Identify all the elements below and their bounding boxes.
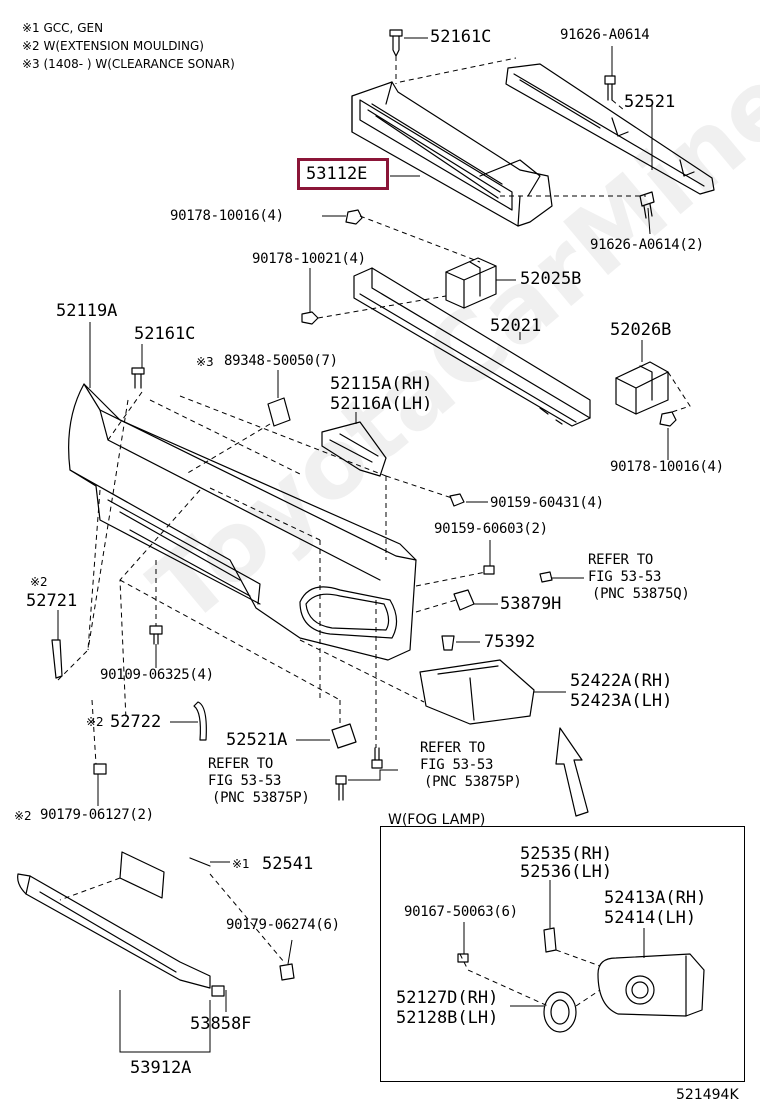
part-label-53112e[interactable]: 53112E [306,164,368,184]
part-label-52116a[interactable]: 52116A(LH) [330,394,433,414]
clip-75392-shape [441,635,455,651]
part-label-90178-10021[interactable]: 90178-10021(4) [252,251,366,267]
ref-53875p-left-line3[interactable]: (PNC 53875P) [212,790,310,806]
nut-90178-10016-right-shape [659,411,677,427]
support-bracket-52521-shape [505,63,715,195]
part-label-52026b[interactable]: 52026B [610,320,672,340]
catalog-number: 521494K [676,1087,739,1103]
ref-53875q-line3[interactable]: (PNC 53875Q) [592,586,690,602]
retainer-52115a-shape [321,421,387,477]
spoiler-53912a-shape [17,873,211,989]
part-label-52721[interactable]: 52721 [26,591,78,611]
clip-53858f-shape [211,985,225,997]
fog-lamp-ring-52127d-shape [543,991,577,1033]
bolt-ref-53875q-shape [539,571,553,583]
part-label-52423a[interactable]: 52423A(LH) [570,691,673,711]
ref-53875q-line2[interactable]: FIG 53-53 [588,569,662,585]
note-3: ※3 (1408- ) W(CLEARANCE SONAR) [22,57,235,71]
sensor-retainer-89348-shape [267,397,291,427]
part-label-90109-06325[interactable]: 90109-06325(4) [100,667,214,683]
ref-53875p-left-line2[interactable]: FIG 53-53 [208,773,282,789]
part-label-52021[interactable]: 52021 [490,316,542,336]
part-label-52025b[interactable]: 52025B [520,269,582,289]
note-1: ※1 GCC, GEN [22,21,104,35]
ref-53875p-right-line3[interactable]: (PNC 53875P) [424,774,522,790]
part-label-89348-50050[interactable]: 89348-50050(7) [224,353,338,369]
bolt-90159-60603-shape [483,565,495,575]
part-label-52161c-left[interactable]: 52161C [134,324,196,344]
part-label-52414[interactable]: 52414(LH) [604,908,697,928]
part-label-90179-06274[interactable]: 90179-06274(6) [226,917,340,933]
fog-lamp-inset-title: W(FOG LAMP) [388,812,486,828]
part-label-52161c-top[interactable]: 52161C [430,27,492,47]
direction-arrow-shape [555,727,589,817]
nut-90179-06274-shape [279,963,295,981]
part-label-52541[interactable]: 52541 [262,854,314,874]
part-label-90178-10016-right[interactable]: 90178-10016(4) [610,459,724,475]
ref-53875p-left-line1[interactable]: REFER TO [208,756,274,772]
part-label-90159-60431[interactable]: 90159-60431(4) [490,495,604,511]
part-label-52115a[interactable]: 52115A(RH) [330,374,433,394]
bracket-52025b-shape [445,257,497,309]
highlighted-part-frame [297,158,389,190]
part-label-52413a[interactable]: 52413A(RH) [604,888,707,908]
mark-90179-06127: ※2 [14,809,32,823]
retainer-52521a-shape [331,723,357,749]
part-label-52722[interactable]: 52722 [110,712,162,732]
part-label-53912a[interactable]: 53912A [130,1058,192,1078]
moulding-52722-shape [193,701,207,741]
ref-53875p-right-line2[interactable]: FIG 53-53 [420,757,494,773]
bracket-52026b-shape [615,361,669,415]
part-label-52119a[interactable]: 52119A [56,301,118,321]
part-label-52127d[interactable]: 52127D(RH) [396,988,499,1008]
mark-52722: ※2 [86,715,104,729]
cover-52422a-shape [419,659,535,725]
bolt-91626-2-shape [639,191,655,219]
nut-90178-10016-top-shape [345,209,363,225]
bolt-90109-06325-shape [149,625,163,645]
part-label-52521a[interactable]: 52521A [226,730,288,750]
part-label-52536[interactable]: 52536(LH) [520,862,613,882]
clip-90179-06127-shape [93,763,107,775]
bolt-ref-53875p-left-shape [335,775,347,801]
part-label-52128b[interactable]: 52128B(LH) [396,1008,499,1028]
mark-52541: ※1 [232,857,250,871]
bolt-ref-53875p-right-shape [371,747,383,769]
part-label-52422a[interactable]: 52422A(RH) [570,671,673,691]
part-label-90178-10016-top[interactable]: 90178-10016(4) [170,208,284,224]
ref-53875p-right-line1[interactable]: REFER TO [420,740,486,756]
part-label-75392[interactable]: 75392 [484,632,536,652]
part-label-53879h[interactable]: 53879H [500,594,562,614]
mark-89348: ※3 [196,355,214,369]
upper-grille-53112e-shape [351,81,553,227]
part-label-53858f[interactable]: 53858F [190,1014,252,1034]
part-label-52521[interactable]: 52521 [624,92,676,112]
fog-lamp-inset-frame [380,826,745,1082]
bolt-90159-60431-shape [449,493,465,507]
mark-52721: ※2 [30,575,48,589]
fog-lamp-52413a-shape [597,953,705,1017]
nut-90178-10021-shape [301,311,319,325]
part-label-90179-06127[interactable]: 90179-06127(2) [40,807,154,823]
extension-52721-shape [51,639,63,679]
part-label-52535[interactable]: 52535(RH) [520,844,613,864]
part-label-90159-60603[interactable]: 90159-60603(2) [434,521,548,537]
bracket-52541-shape [119,851,211,899]
clip-52161c-left-shape [131,367,145,389]
part-label-90167-50063[interactable]: 90167-50063(6) [404,904,518,920]
ref-53875q-line1[interactable]: REFER TO [588,552,654,568]
note-2: ※2 W(EXTENSION MOULDING) [22,39,204,53]
reinforcement-52021-shape [353,267,591,427]
part-label-91626-a0614-2[interactable]: 91626-A0614(2) [590,237,704,253]
part-label-91626-a0614[interactable]: 91626-A0614 [560,27,650,43]
